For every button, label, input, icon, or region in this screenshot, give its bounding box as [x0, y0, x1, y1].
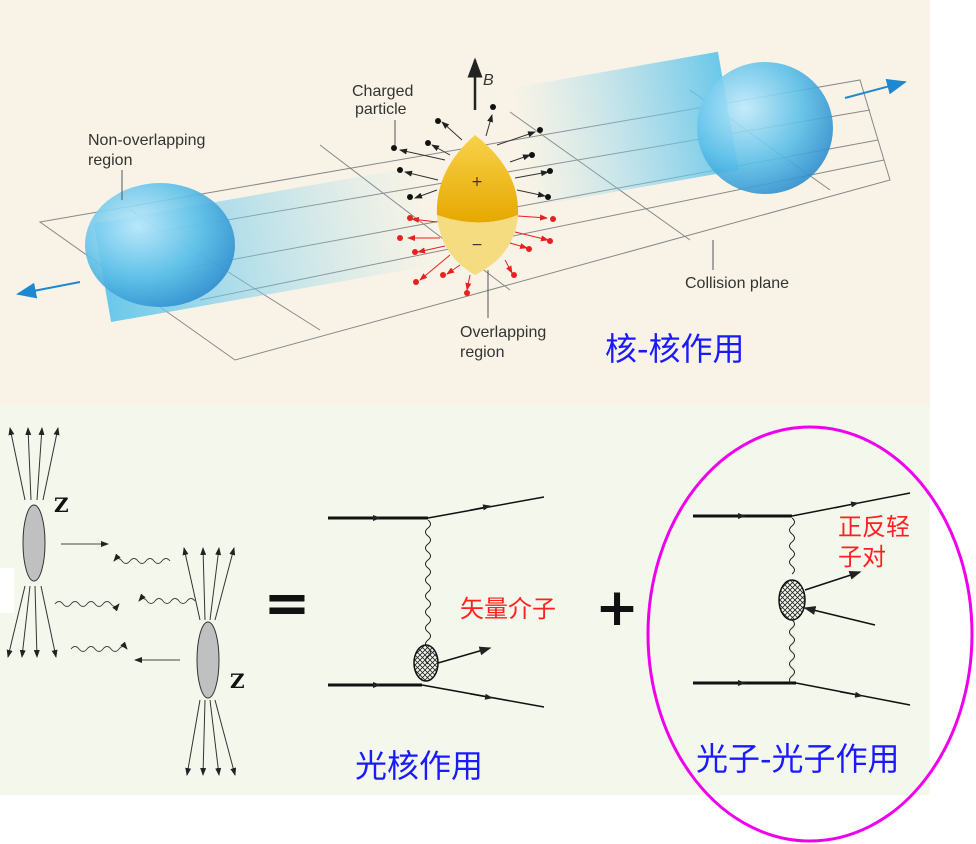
right-nucleus-fragments [182, 547, 237, 776]
minus-sign: − [471, 237, 483, 253]
vector-meson-label: 矢量介子 [460, 595, 556, 623]
bottom-panel-bg [0, 405, 930, 795]
photonuclear-feynman-diagram [328, 496, 545, 708]
lepton-pair-label-2: 子对 [838, 543, 886, 571]
right-motion-arrow [844, 78, 907, 99]
plus-sign: + [471, 174, 483, 190]
right-z-label: Z [230, 669, 245, 693]
white-patch [0, 568, 14, 613]
right-nucleus [697, 62, 833, 194]
left-nucleus [85, 183, 235, 307]
non-overlapping-label-2: region [88, 152, 132, 169]
photon-photon-title: 光子-光子作用 [696, 740, 900, 778]
positive-particle-arrows [399, 114, 549, 199]
photon-photon-highlight-ellipse [646, 425, 974, 843]
charged-particle-label-2: particle [355, 101, 407, 118]
negative-charged-particles [397, 215, 556, 296]
left-nucleus-fragments [6, 427, 60, 658]
photonuclear-title: 光核作用 [355, 747, 483, 785]
overlapping-label-1: Overlapping [460, 324, 546, 341]
overlapping-label-2: region [460, 344, 504, 361]
collision-plane-label: Collision plane [685, 275, 789, 292]
left-z-label: Z [54, 493, 69, 517]
left-motion-arrow [16, 281, 81, 299]
photon-photon-feynman-diagram [693, 492, 911, 706]
positive-charged-particles [391, 104, 553, 200]
nucleus-nucleus-title: 核-核作用 [605, 330, 745, 368]
overlap-lower [437, 215, 518, 275]
overlap-upper [436, 135, 519, 223]
lepton-pair-label-1: 正反轻 [838, 513, 910, 541]
right-nucleus-trail [511, 51, 739, 207]
plus-sign-bottom: + [595, 578, 639, 638]
negative-particle-arrows [407, 214, 549, 291]
exchange-photons [54, 541, 196, 663]
non-overlapping-label-1: Non-overlapping [88, 132, 205, 149]
right-nucleus-z [196, 621, 220, 699]
left-nucleus-z [22, 504, 46, 582]
equals-sign: = [264, 571, 311, 636]
charged-particle-label-1: Charged [352, 83, 413, 100]
b-field-label: B [483, 72, 494, 89]
